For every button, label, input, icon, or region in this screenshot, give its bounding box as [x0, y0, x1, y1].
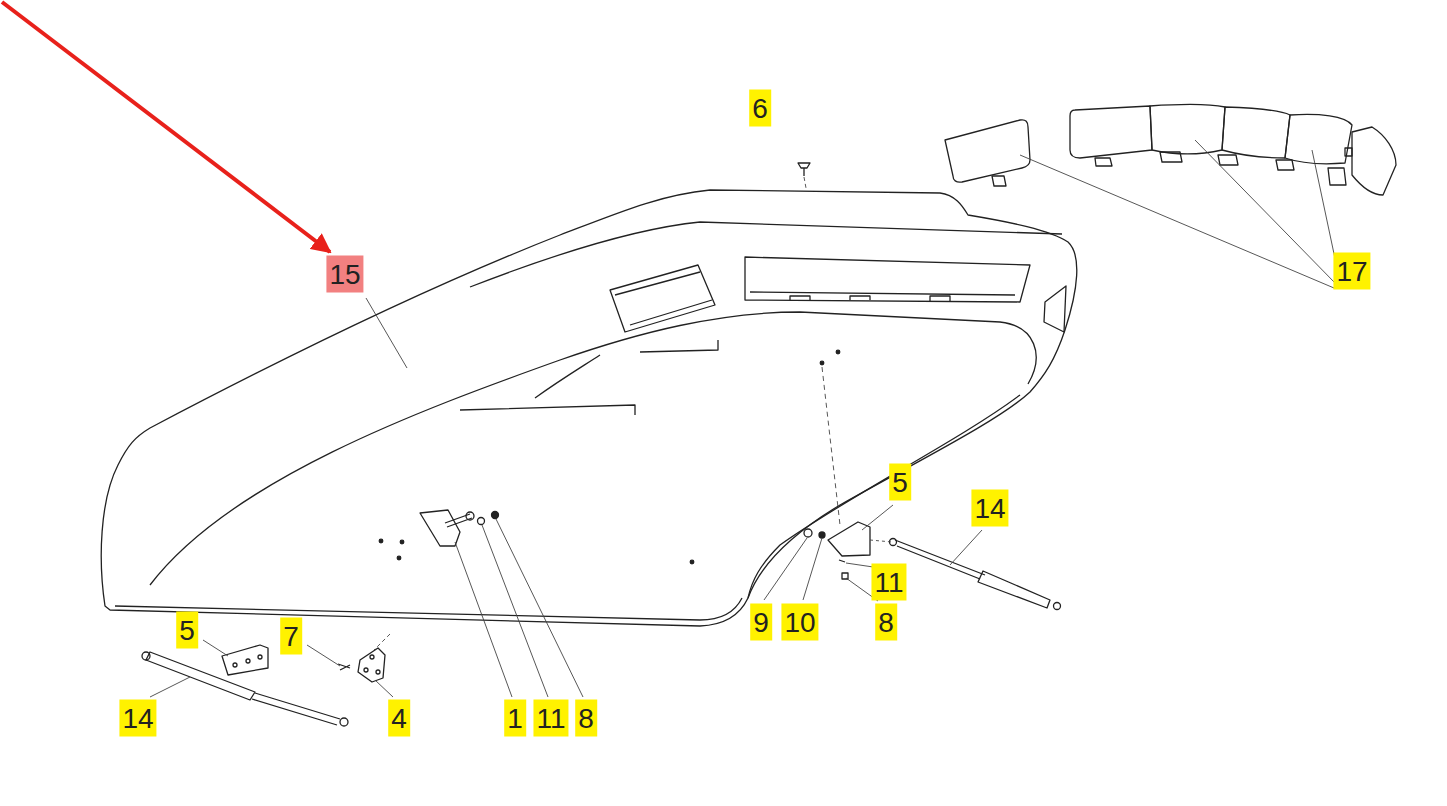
callout-number: 15 [326, 256, 363, 293]
pointer-arrow [2, 2, 330, 252]
callout-number: 8 [875, 604, 897, 641]
callout-number: 11 [533, 700, 568, 737]
callout-number: 6 [749, 90, 771, 127]
callout-number: 9 [750, 604, 772, 641]
callout-number: 4 [388, 700, 410, 737]
callout-number: 14 [119, 700, 156, 737]
callout-number: 5 [176, 612, 198, 649]
callout-number: 10 [781, 604, 818, 641]
callout-number: 1 [504, 700, 526, 737]
callout-number: 7 [280, 618, 302, 655]
callout-number: 17 [1333, 253, 1370, 290]
callout-number: 5 [889, 464, 911, 501]
callout-number: 8 [575, 700, 597, 737]
callout-number: 14 [971, 490, 1008, 527]
callout-number: 11 [871, 564, 906, 601]
